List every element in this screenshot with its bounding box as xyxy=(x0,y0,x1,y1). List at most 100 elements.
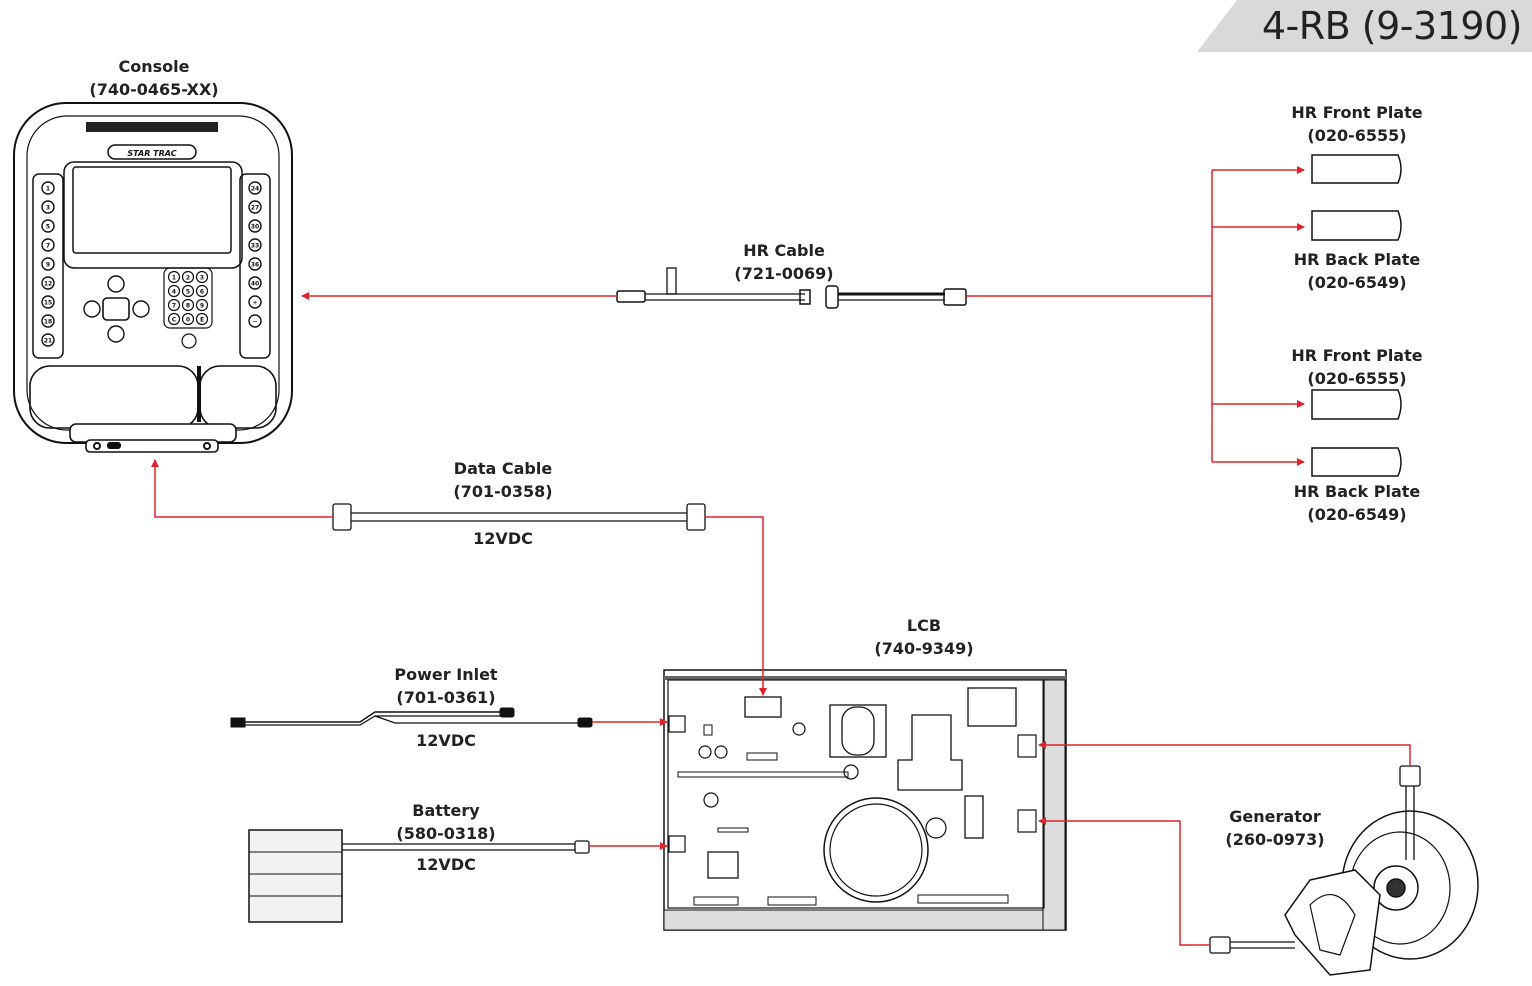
console-right-key-circle xyxy=(248,238,262,252)
battery-voltage: 12VDC xyxy=(416,855,476,874)
hr-front-plate-1-label: HR Front Plate (020-6555) xyxy=(1291,101,1422,147)
console-right-key-circle xyxy=(248,219,262,233)
console-right-key-circle xyxy=(248,257,262,271)
lcb-part: (740-9349) xyxy=(874,639,974,658)
data-cable-drawing xyxy=(332,503,706,531)
keypad-key-circle xyxy=(167,312,181,326)
data-cable-part: (701-0358) xyxy=(453,482,553,501)
power-inlet-part: (701-0361) xyxy=(396,688,496,707)
console-left-key-circle xyxy=(41,295,55,309)
console-left-key-circle xyxy=(41,276,55,290)
generator-name: Generator xyxy=(1229,807,1321,826)
keypad-key-circle xyxy=(181,284,195,298)
keypad-key-circle xyxy=(181,312,195,326)
console-left-key-label: 12 xyxy=(44,281,52,288)
lcb-board xyxy=(663,669,1067,931)
data-cable-label: Data Cable (701-0358) xyxy=(453,457,552,503)
hr-back-plate-1-name: HR Back Plate xyxy=(1293,250,1421,269)
console-left-key-circle xyxy=(41,257,55,271)
console-right-key-label: − xyxy=(252,319,257,326)
hr-front-plate-2-label: HR Front Plate (020-6555) xyxy=(1291,344,1422,390)
keypad-key-label: 2 xyxy=(186,275,190,282)
console-name: Console xyxy=(118,57,190,76)
console-left-key-circle xyxy=(41,200,55,214)
hr-back-plate-1-part: (020-6549) xyxy=(1307,273,1407,292)
keypad-key-circle xyxy=(195,270,209,284)
hr-back-plate-2-name: HR Back Plate xyxy=(1293,482,1421,501)
keypad-key-circle xyxy=(181,270,195,284)
console-logo: STAR TRAC xyxy=(127,149,176,158)
console-left-key-circle xyxy=(41,219,55,233)
console-right-key-label: 30 xyxy=(251,224,259,231)
console-left-key-label: 21 xyxy=(44,338,52,345)
console-left-key-label: 15 xyxy=(44,300,52,307)
power-inlet-voltage: 12VDC xyxy=(416,731,476,750)
hr-back-plate-1-label: HR Back Plate (020-6549) xyxy=(1294,248,1420,294)
console-left-key-label: 5 xyxy=(46,224,50,231)
generator-label: Generator (260-0973) xyxy=(1225,805,1324,851)
keypad-key-label: C xyxy=(172,317,177,324)
keypad-key-label: 4 xyxy=(172,289,176,296)
hr-front-plate-1-part: (020-6555) xyxy=(1307,126,1407,145)
hr-back-plate-2-part: (020-6549) xyxy=(1307,505,1407,524)
console-right-key-label: + xyxy=(252,300,257,307)
hr-cable-name: HR Cable xyxy=(743,241,825,260)
data-cable-name: Data Cable xyxy=(453,459,553,478)
page-code-tag: 4-RB (9-3190) xyxy=(1197,0,1532,52)
battery-label: Battery (580-0318) xyxy=(396,799,495,845)
console-right-key-label: 40 xyxy=(251,281,259,288)
keypad-key-label: 0 xyxy=(186,317,190,324)
console-left-key-label: 18 xyxy=(44,319,52,326)
keypad-key-circle xyxy=(167,298,181,312)
console-right-key-circle xyxy=(248,295,262,309)
keypad-key-label: E xyxy=(200,317,204,324)
console-left-key-label: 1 xyxy=(46,186,50,193)
console-left-key-label: 3 xyxy=(46,205,50,212)
hr-cable-drawing xyxy=(616,267,967,309)
power-inlet-drawing xyxy=(230,707,593,728)
lcb-label: LCB (740-9349) xyxy=(874,614,973,660)
keypad-key-circle xyxy=(181,298,195,312)
keypad-key-label: 6 xyxy=(200,289,204,296)
console-left-key-circle xyxy=(41,333,55,347)
keypad-key-label: 5 xyxy=(186,289,190,296)
hr-front-plate-1-name: HR Front Plate xyxy=(1291,103,1423,122)
hr-front-plate-2-name: HR Front Plate xyxy=(1291,346,1423,365)
console-left-key-circle xyxy=(41,314,55,328)
keypad-key-label: 8 xyxy=(186,303,190,310)
console-left-key-label: 9 xyxy=(46,262,50,269)
lcb-name: LCB xyxy=(906,616,942,635)
console-right-key-label: 33 xyxy=(251,243,259,250)
keypad-key-label: 9 xyxy=(200,303,204,310)
keypad-key-label: 3 xyxy=(200,275,204,282)
battery-name: Battery xyxy=(412,801,480,820)
keypad-key-circle xyxy=(167,284,181,298)
console-right-key-circle xyxy=(248,200,262,214)
keypad-key-circle xyxy=(195,312,209,326)
console-right-key-label: 36 xyxy=(251,262,259,269)
keypad-key-circle xyxy=(195,298,209,312)
hr-back-plate-2-label: HR Back Plate (020-6549) xyxy=(1294,480,1420,526)
keypad-key-label: 7 xyxy=(172,303,176,310)
keypad-key-label: 1 xyxy=(172,275,176,282)
power-inlet-label: Power Inlet (701-0361) xyxy=(394,663,497,709)
hr-cable-label: HR Cable (721-0069) xyxy=(734,239,833,285)
console-label: Console (740-0465-XX) xyxy=(89,55,218,101)
battery-part: (580-0318) xyxy=(396,824,496,843)
power-inlet-name: Power Inlet xyxy=(394,665,498,684)
console-right-key-circle xyxy=(248,181,262,195)
generator-part: (260-0973) xyxy=(1225,830,1325,849)
console-right-key-circle xyxy=(248,276,262,290)
hr-cable-part: (721-0069) xyxy=(734,264,834,283)
console-right-key-label: 24 xyxy=(251,186,259,193)
hr-plates xyxy=(1311,154,1402,477)
console-right-key-label: 27 xyxy=(251,205,259,212)
page-code: 4-RB (9-3190) xyxy=(1261,4,1523,48)
data-cable-voltage: 12VDC xyxy=(473,529,533,548)
console-left-key-label: 7 xyxy=(46,243,50,250)
battery-drawing xyxy=(248,829,590,923)
hr-front-plate-2-part: (020-6555) xyxy=(1307,369,1407,388)
console-part: (740-0465-XX) xyxy=(89,80,219,99)
